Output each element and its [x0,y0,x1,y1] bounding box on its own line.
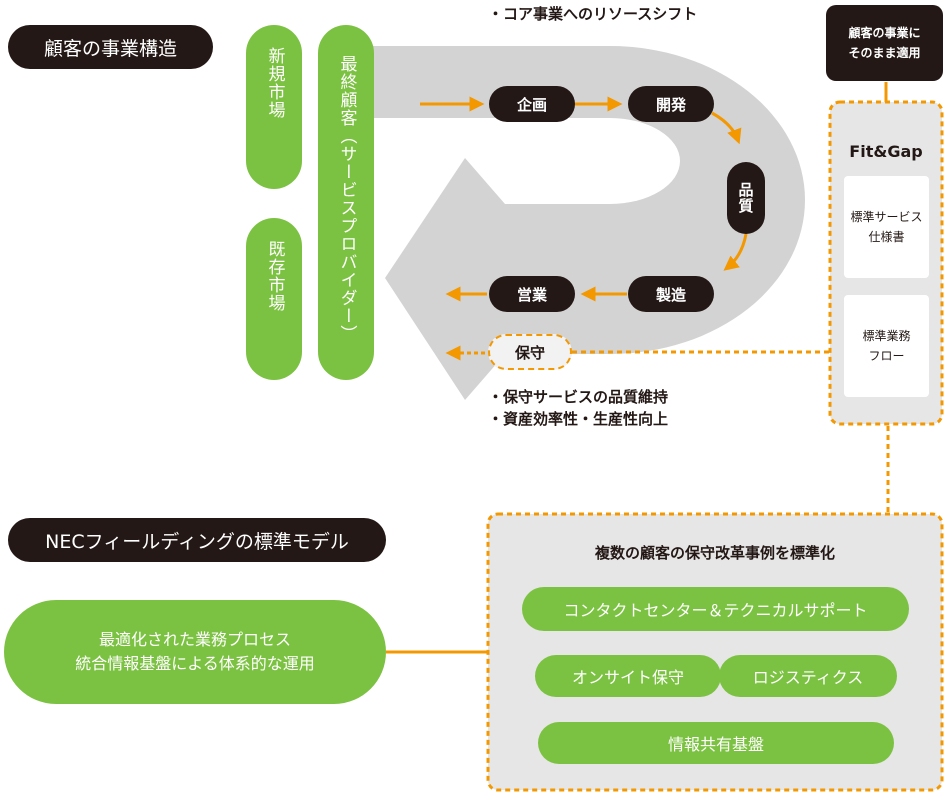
onsite-maintenance-pill: オンサイト保守 [535,655,721,697]
step-maintenance: 保守 [488,334,572,370]
fitgap-card-flow-line1: 標準業務 [862,329,911,343]
step-develop: 開発 [628,86,714,122]
fitgap-title: Fit&Gap [849,142,923,161]
market-new-pill: 新規市場 [246,25,302,189]
apply-line-2: そのまま適用 [848,46,921,60]
optimized-line-1: 最適化された業務プロセス [98,630,291,649]
end-customer-label: 最終顧客（サービスプロバイダー） [336,55,357,343]
flow-arrow-quality-manufacture [723,233,748,271]
section-title-customer: 顧客の事業構造 [8,25,213,69]
maintenance-note-quality: ・保守サービスの品質維持 [488,388,669,406]
optimized-process-pill: 最適化された業務プロセス 統合情報基盤による体系的な運用 [4,600,386,704]
market-existing-pill: 既存市場 [246,218,302,380]
fitgap-card-spec-line1: 標準サービス [850,210,923,224]
maintenance-notes: ・保守サービスの品質維持 ・資産効率性・生産性向上 [488,386,668,430]
market-new-label: 新規市場 [264,47,285,119]
market-existing-label: 既存市場 [264,240,285,312]
optimized-line-2: 統合情報基盤による体系的な運用 [75,654,315,673]
step-quality: 品質 [727,162,765,234]
fitgap-card-flow-line2: フロー [868,349,905,363]
fitgap-card-flow: 標準業務 フロー [844,295,929,397]
section-title-standard-model: NECフィールディングの標準モデル [8,518,386,562]
apply-line-1: 顧客の事業に [848,26,921,40]
maintenance-note-efficiency: ・資産効率性・生産性向上 [488,410,669,428]
info-platform-pill: 情報共有基盤 [538,722,894,764]
step-manufacture: 製造 [628,276,714,312]
standard-box [486,512,944,792]
standard-box-title: 複数の顧客の保守改革事例を標準化 [594,544,835,562]
logistics-pill: ロジスティクス [719,655,897,697]
flow-arrow-develop-quality [711,111,742,145]
core-shift-note: ・コア事業へのリソースシフト [488,5,698,23]
step-sales: 営業 [489,276,575,312]
step-plan: 企画 [489,86,575,122]
contact-center-pill: コンタクトセンター＆テクニカルサポート [522,587,909,631]
fitgap-card-spec: 標準サービス 仕様書 [844,176,929,278]
apply-box: 顧客の事業に そのまま適用 [826,5,943,81]
end-customer-pill: 最終顧客（サービスプロバイダー） [318,25,374,380]
fitgap-card-spec-line2: 仕様書 [868,230,905,244]
